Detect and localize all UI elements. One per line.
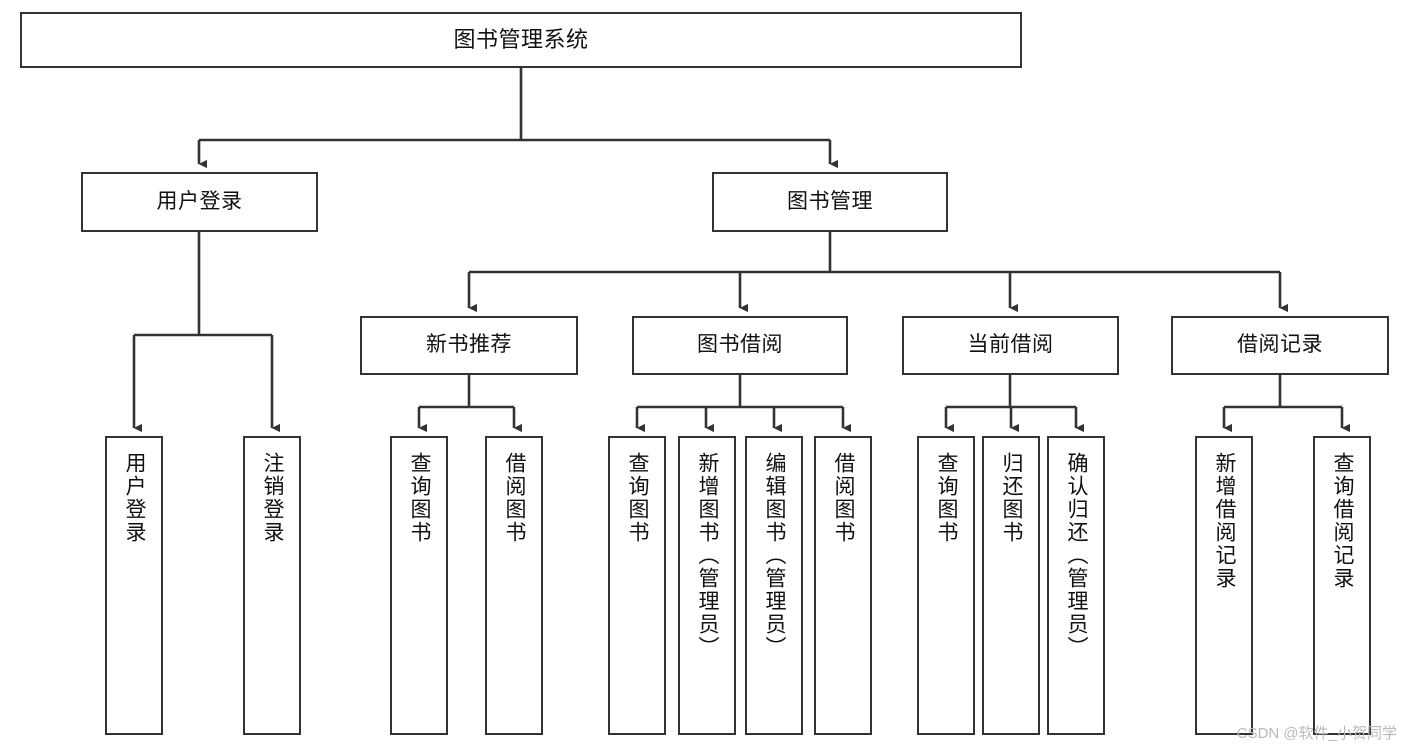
- node-root-system[interactable]: 图书管理系统: [20, 12, 1022, 68]
- node-label: 用户登录: [123, 452, 147, 544]
- leaf-record-add-record[interactable]: 新增借阅记录: [1195, 436, 1253, 735]
- leaf-user-login-login[interactable]: 用户登录: [105, 436, 163, 735]
- node-label: 新增图书（管理员）: [696, 452, 720, 659]
- node-label: 图书借阅: [697, 333, 783, 357]
- node-book-management[interactable]: 图书管理: [712, 172, 948, 232]
- leaf-borrow-edit-book-admin[interactable]: 编辑图书（管理员）: [745, 436, 803, 735]
- node-label: 新书推荐: [426, 333, 512, 357]
- node-book-borrow[interactable]: 图书借阅: [632, 316, 848, 375]
- leaf-current-query-book[interactable]: 查询图书: [917, 436, 975, 735]
- leaf-user-login-logout[interactable]: 注销登录: [243, 436, 301, 735]
- node-user-login[interactable]: 用户登录: [81, 172, 318, 232]
- leaf-borrow-query-book[interactable]: 查询图书: [608, 436, 666, 735]
- leaf-borrow-add-book-admin[interactable]: 新增图书（管理员）: [678, 436, 736, 735]
- leaf-record-query-record[interactable]: 查询借阅记录: [1313, 436, 1371, 735]
- node-label: 编辑图书（管理员）: [763, 452, 787, 659]
- node-label: 新增借阅记录: [1213, 452, 1237, 590]
- node-current-borrow[interactable]: 当前借阅: [902, 316, 1119, 375]
- node-label: 查询图书: [935, 452, 959, 544]
- node-label: 查询图书: [626, 452, 650, 544]
- node-label: 归还图书: [1000, 452, 1024, 544]
- leaf-new-book-borrow[interactable]: 借阅图书: [485, 436, 543, 735]
- node-label: 注销登录: [261, 452, 285, 544]
- leaf-new-book-query[interactable]: 查询图书: [390, 436, 448, 735]
- node-new-book-recommend[interactable]: 新书推荐: [360, 316, 578, 375]
- leaf-borrow-borrow-book[interactable]: 借阅图书: [814, 436, 872, 735]
- node-label: 查询图书: [408, 452, 432, 544]
- node-label: 图书管理系统: [453, 27, 589, 53]
- leaf-current-return-book[interactable]: 归还图书: [982, 436, 1040, 735]
- node-borrow-record[interactable]: 借阅记录: [1171, 316, 1389, 375]
- node-label: 确认归还（管理员）: [1065, 452, 1089, 659]
- node-label: 借阅图书: [832, 452, 856, 544]
- leaf-current-confirm-return-admin[interactable]: 确认归还（管理员）: [1047, 436, 1105, 735]
- node-label: 当前借阅: [967, 333, 1054, 357]
- node-label: 查询借阅记录: [1331, 452, 1355, 590]
- node-label: 借阅记录: [1237, 333, 1323, 357]
- csdn-watermark: CSDN @软件_小贺同学: [1236, 725, 1397, 742]
- node-label: 用户登录: [156, 189, 243, 213]
- node-label: 图书管理: [787, 189, 873, 213]
- node-label: 借阅图书: [503, 452, 527, 544]
